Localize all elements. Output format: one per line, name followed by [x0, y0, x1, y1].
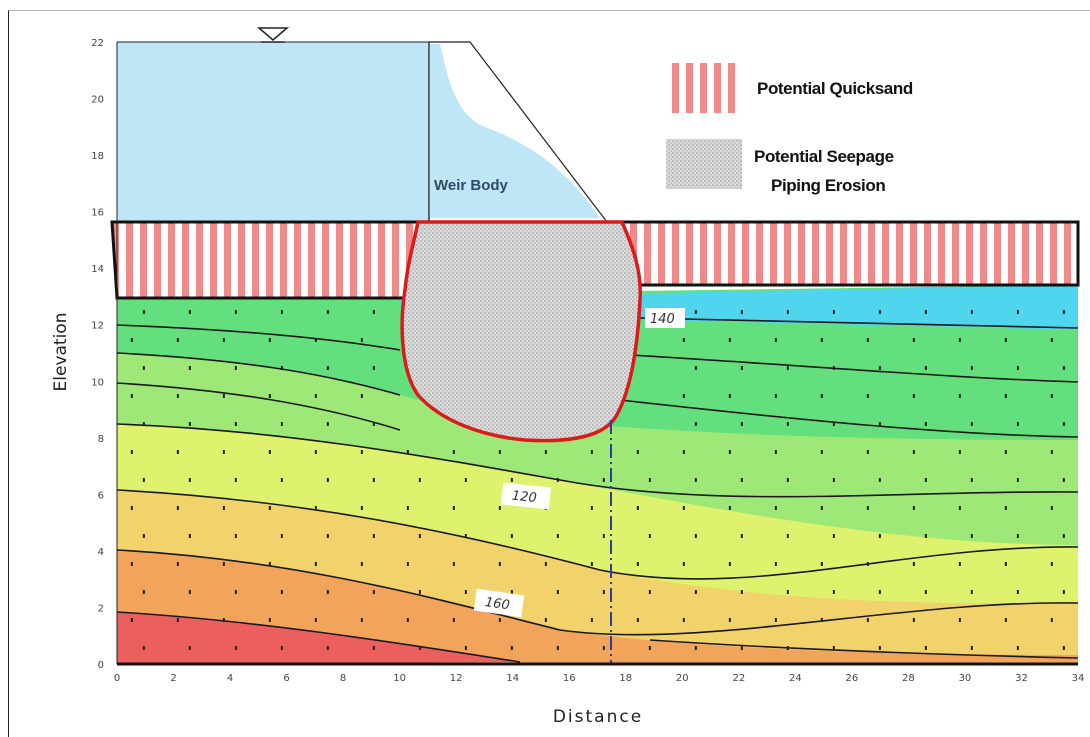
x-tick-label: 22 [732, 673, 745, 684]
svg-text:140: 140 [650, 312, 675, 327]
contour-label-120: 120 [500, 482, 552, 510]
x-tick-label: 24 [789, 673, 802, 684]
x-tick-label: 12 [450, 673, 463, 684]
x-tick-label: 2 [170, 673, 176, 684]
legend: Potential Quicksand Potential Seepage Pi… [666, 63, 913, 195]
y-tick-label: 16 [91, 208, 104, 219]
y-tick-label: 2 [98, 603, 104, 614]
y-tick-label: 20 [91, 95, 104, 106]
y-tick-label: 0 [98, 660, 104, 671]
x-tick-label: 8 [340, 673, 346, 684]
x-tick-label: 0 [114, 673, 120, 684]
x-tick-label: 10 [393, 673, 406, 684]
contour-label-140: 140 [645, 308, 685, 328]
x-tick-label: 16 [563, 673, 576, 684]
y-tick-label: 12 [91, 321, 104, 332]
water-level-marker-icon [256, 27, 290, 41]
legend-quicksand-label: Potential Quicksand [757, 79, 913, 98]
contour-label-160: 160 [473, 588, 525, 618]
x-tick-label: 32 [1015, 673, 1028, 684]
legend-seepage-label-2: Piping Erosion [771, 176, 885, 195]
x-tick-label: 14 [506, 673, 519, 684]
x-tick-label: 20 [676, 673, 689, 684]
y-tick-label: 14 [91, 264, 104, 275]
soil-zones [117, 285, 1078, 664]
weir-body-label: Weir Body [434, 177, 509, 194]
x-tick-label: 34 [1072, 673, 1085, 684]
svg-text:160: 160 [484, 595, 511, 613]
x-tick-label: 28 [902, 673, 915, 684]
y-tick-label: 22 [91, 38, 104, 49]
y-tick-label: 4 [98, 547, 104, 558]
x-tick-label: 26 [846, 673, 859, 684]
legend-quicksand-swatch [666, 63, 742, 113]
seepage-piping-zone [400, 220, 643, 443]
y-tick-label: 18 [91, 151, 104, 162]
reservoir-water-upper [117, 42, 429, 222]
svg-text:120: 120 [511, 489, 537, 507]
y-tick-label: 10 [91, 377, 104, 388]
flow-vectors [130, 310, 1065, 650]
y-axis-title: Elevation [51, 313, 71, 392]
legend-seepage-swatch [666, 139, 742, 189]
x-tick-label: 4 [227, 673, 233, 684]
x-axis-title: Distance [553, 707, 643, 727]
x-tick-label: 18 [619, 673, 632, 684]
x-tick-label: 6 [283, 673, 289, 684]
y-tick-label: 6 [98, 490, 104, 501]
y-tick-labels: 0 2 4 6 8 10 12 14 16 18 20 22 [91, 38, 104, 671]
weir-seepage-zone [429, 44, 600, 218]
legend-seepage-label-1: Potential Seepage [754, 147, 894, 166]
x-tick-label: 30 [959, 673, 972, 684]
y-tick-label: 8 [98, 434, 104, 445]
figure-frame [8, 10, 1090, 737]
